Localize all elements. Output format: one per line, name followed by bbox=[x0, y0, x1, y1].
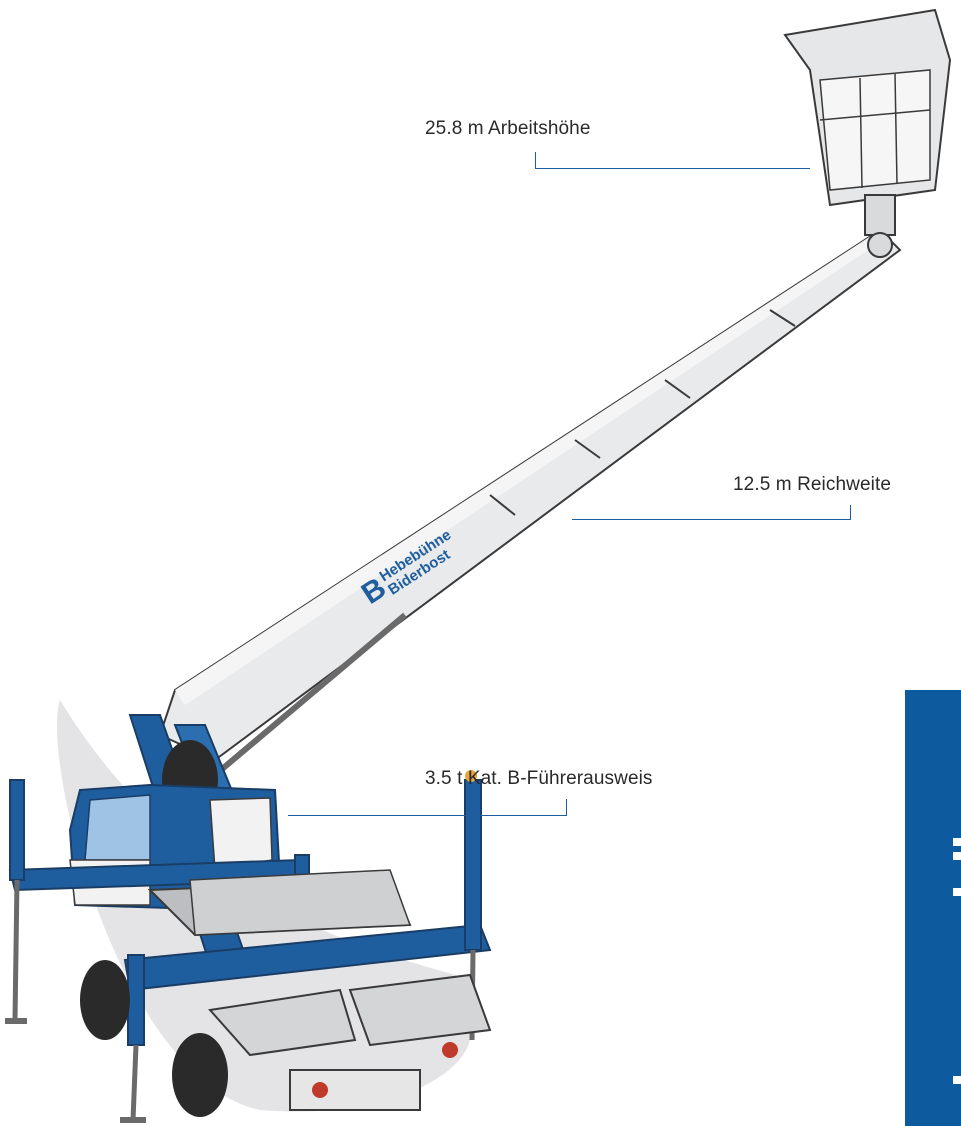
side-tab[interactable] bbox=[905, 690, 961, 1126]
side-tab-mark-1 bbox=[953, 838, 961, 846]
reach-label: 12.5 m Reichweite bbox=[733, 474, 891, 495]
license-leader-horizontal bbox=[288, 815, 567, 816]
telescopic-boom bbox=[158, 228, 902, 778]
working-height-leader-vertical bbox=[535, 152, 536, 169]
outriggers bbox=[5, 770, 492, 1123]
working-height-label: 25.8 m Arbeitshöhe bbox=[425, 118, 591, 139]
reach-leader-vertical bbox=[850, 505, 851, 520]
side-tab-mark-2 bbox=[953, 852, 961, 860]
license-label: 3.5 t Kat. B-Führerausweis bbox=[425, 768, 653, 789]
license-leader-vertical bbox=[566, 799, 567, 816]
work-basket bbox=[783, 8, 952, 258]
rear-deck bbox=[147, 869, 492, 1111]
wheels bbox=[80, 960, 228, 1117]
side-tab-mark-3 bbox=[953, 888, 961, 896]
reach-leader-horizontal bbox=[572, 519, 851, 520]
side-tab-mark-4 bbox=[953, 1076, 961, 1084]
working-height-leader-horizontal bbox=[535, 168, 810, 169]
